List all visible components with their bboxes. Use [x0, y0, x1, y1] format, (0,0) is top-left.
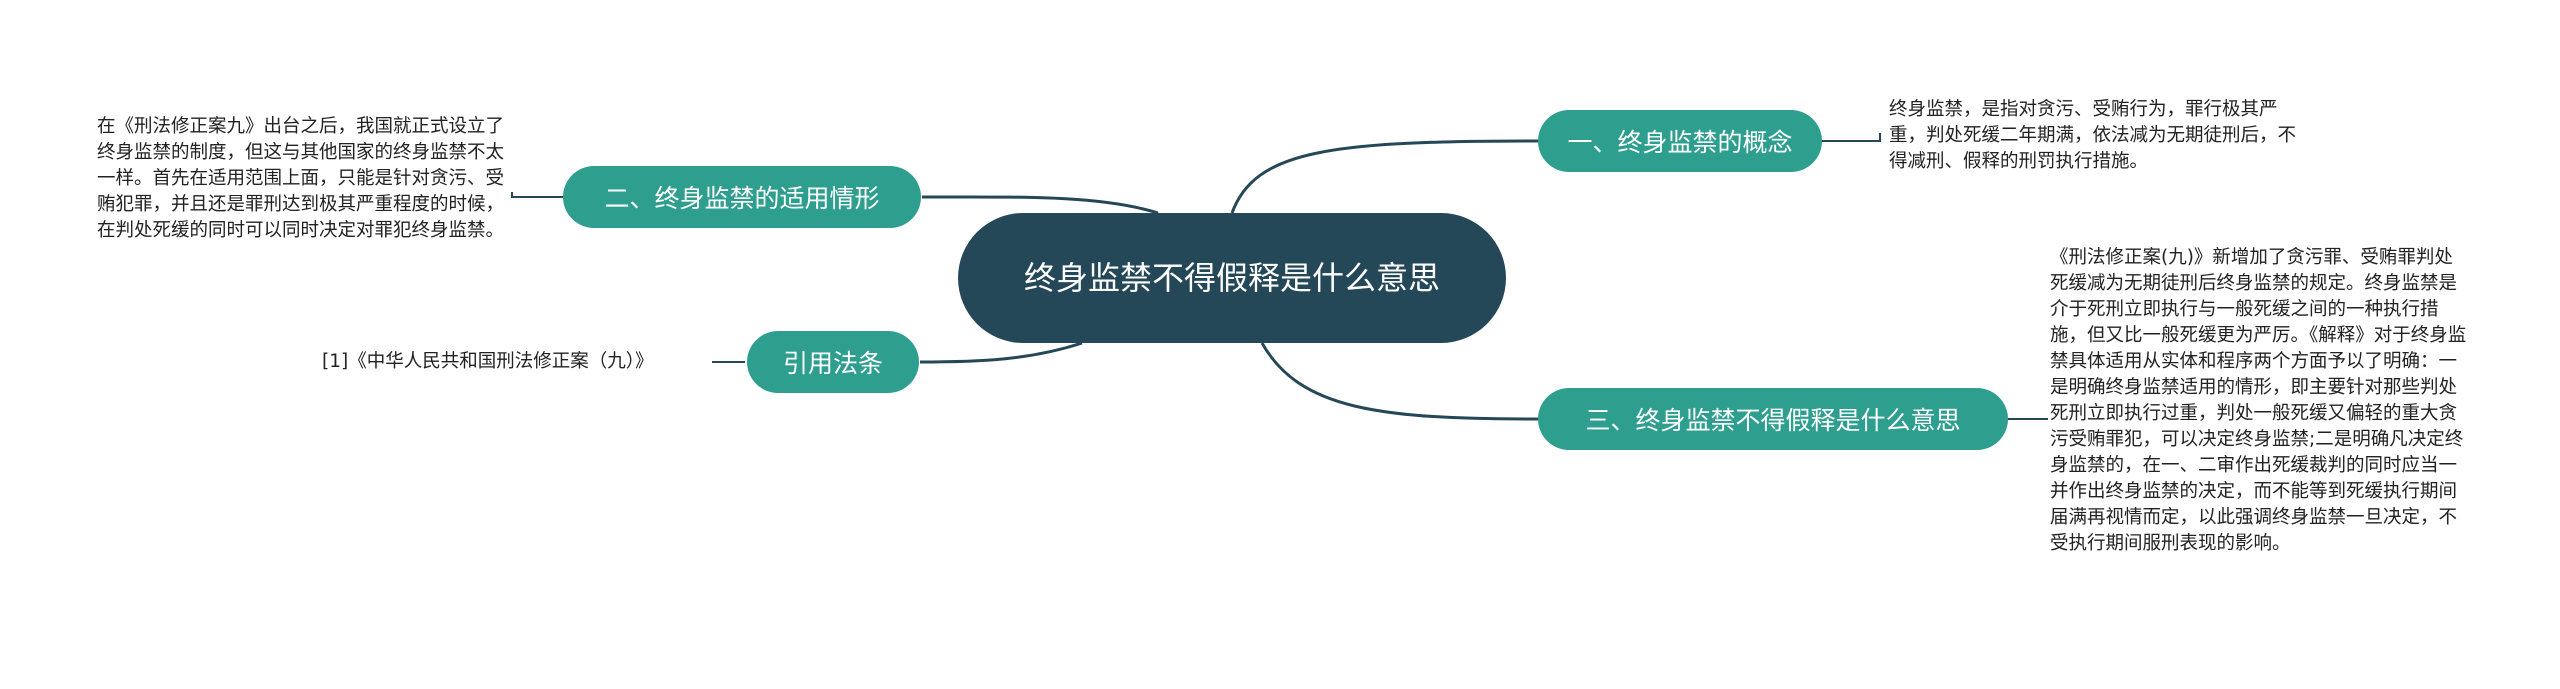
branch-applicable-cases-label: 二、终身监禁的适用情形: [604, 184, 880, 213]
branch-cited-law-label: 引用法条: [782, 349, 883, 378]
connector-central-to-b4: [919, 341, 1083, 364]
connector-b2-to-note: [511, 192, 563, 198]
branch-applicable-cases[interactable]: 二、终身监禁的适用情形: [563, 166, 921, 228]
note-meaning: 《刑法修正案(九)》新增加了贪污罪、受贿罪判处死缓减为无期徒刑后终身监禁的规定。…: [2050, 247, 2467, 554]
connector-central-to-b2: [921, 195, 1159, 215]
branch-concept[interactable]: 一、终身监禁的概念: [1538, 110, 1822, 172]
central-topic[interactable]: 终身监禁不得假释是什么意思: [958, 213, 1506, 343]
branch-concept-label: 一、终身监禁的概念: [1567, 128, 1793, 157]
branch-meaning-label: 三、终身监禁不得假释是什么意思: [1585, 406, 1961, 435]
note-cited-law: [1]《中华人民共和国刑法修正案（九）》: [322, 351, 654, 372]
note-applicable-cases: 在《刑法修正案九》出台之后，我国就正式设立了终身监禁的制度，但这与其他国家的终身…: [97, 116, 505, 241]
connector-central-to-b1: [1230, 139, 1539, 214]
branch-cited-law[interactable]: 引用法条: [747, 331, 919, 393]
central-topic-label: 终身监禁不得假释是什么意思: [1023, 259, 1440, 297]
note-concept: 终身监禁，是指对贪污、受贿行为，罪行极其严重，判处死缓二年期满，依法减为无期徒刑…: [1889, 99, 2297, 172]
branch-meaning[interactable]: 三、终身监禁不得假释是什么意思: [1538, 388, 2008, 450]
connector-b1-to-note: [1822, 133, 1881, 142]
connector-central-to-b3: [1260, 342, 1539, 421]
